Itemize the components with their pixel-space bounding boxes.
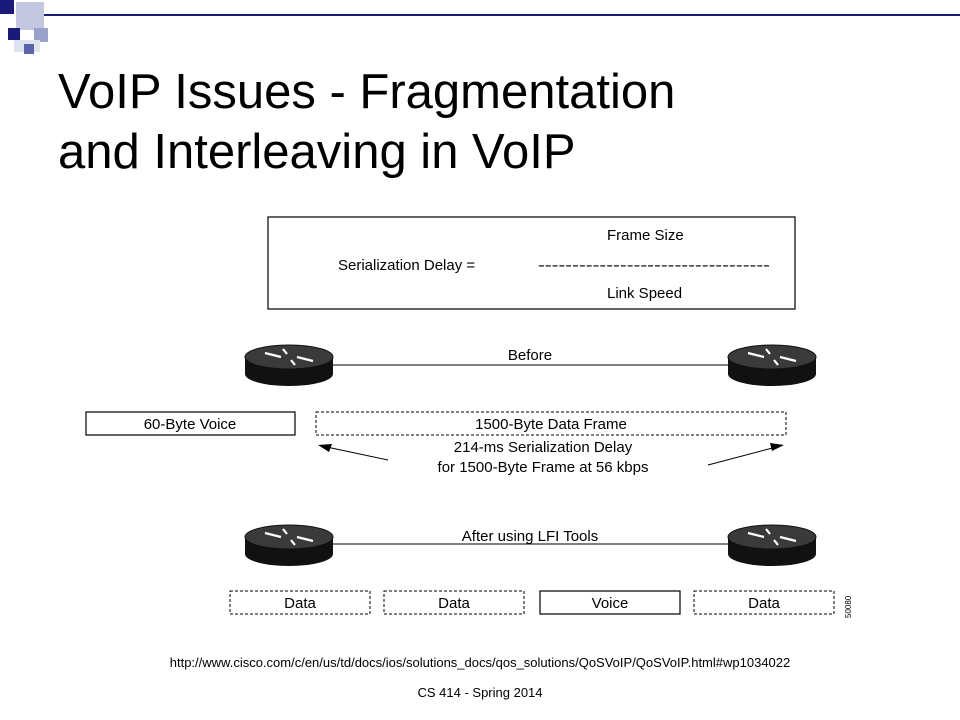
before-label: Before: [508, 347, 552, 364]
corner-square: [16, 2, 44, 30]
arrowhead-icon: [770, 443, 784, 451]
voice-packet-box: [85, 411, 296, 436]
corner-square: [34, 28, 48, 42]
title-line-2: and Interleaving in VoIP: [58, 125, 576, 179]
corner-square: [8, 28, 20, 40]
corner-square: [24, 44, 34, 54]
formula-box: [267, 216, 796, 310]
delay-line-2: for 1500-Byte Frame at 56 kbps: [438, 459, 649, 476]
fragment-data-box: [383, 590, 525, 615]
fragment-label: Data: [438, 595, 470, 612]
voice-packet-label: 60-Byte Voice: [144, 416, 237, 433]
router-icon: [727, 524, 817, 566]
source-url: http://www.cisco.com/c/en/us/td/docs/ios…: [169, 655, 791, 670]
fragment-label: Data: [284, 595, 316, 612]
slide-title: VoIP Issues - Fragmentation and Interlea…: [58, 62, 938, 182]
formula-lhs: Serialization Delay =: [338, 257, 475, 274]
data-frame-box: [315, 411, 787, 436]
router-icon: [244, 524, 334, 566]
router-icon: [244, 344, 334, 386]
data-frame-label: 1500-Byte Data Frame: [475, 416, 627, 433]
fragment-label: Data: [748, 595, 780, 612]
fragment-voice-box: [539, 590, 681, 615]
header-rule: [44, 14, 960, 16]
fragment-label: Voice: [592, 595, 629, 612]
formula-denominator: Link Speed: [607, 285, 682, 302]
title-line-1: VoIP Issues - Fragmentation: [58, 65, 676, 119]
slide-footer: CS 414 - Spring 2014: [417, 685, 543, 700]
formula-numerator: Frame Size: [607, 227, 684, 244]
formula-divider: ----------------------------------: [538, 257, 770, 274]
after-label: After using LFI Tools: [462, 528, 598, 545]
arrowhead-icon: [318, 444, 332, 452]
fragment-data-box: [693, 590, 835, 615]
fragment-data-box: [229, 590, 371, 615]
router-icon: [727, 344, 817, 386]
delay-line-1: 214-ms Serialization Delay: [454, 439, 633, 456]
delay-arrow-left: [321, 445, 389, 461]
corner-square: [0, 0, 14, 14]
delay-arrow-right: [707, 445, 781, 466]
figure-id: 50080: [844, 595, 853, 618]
